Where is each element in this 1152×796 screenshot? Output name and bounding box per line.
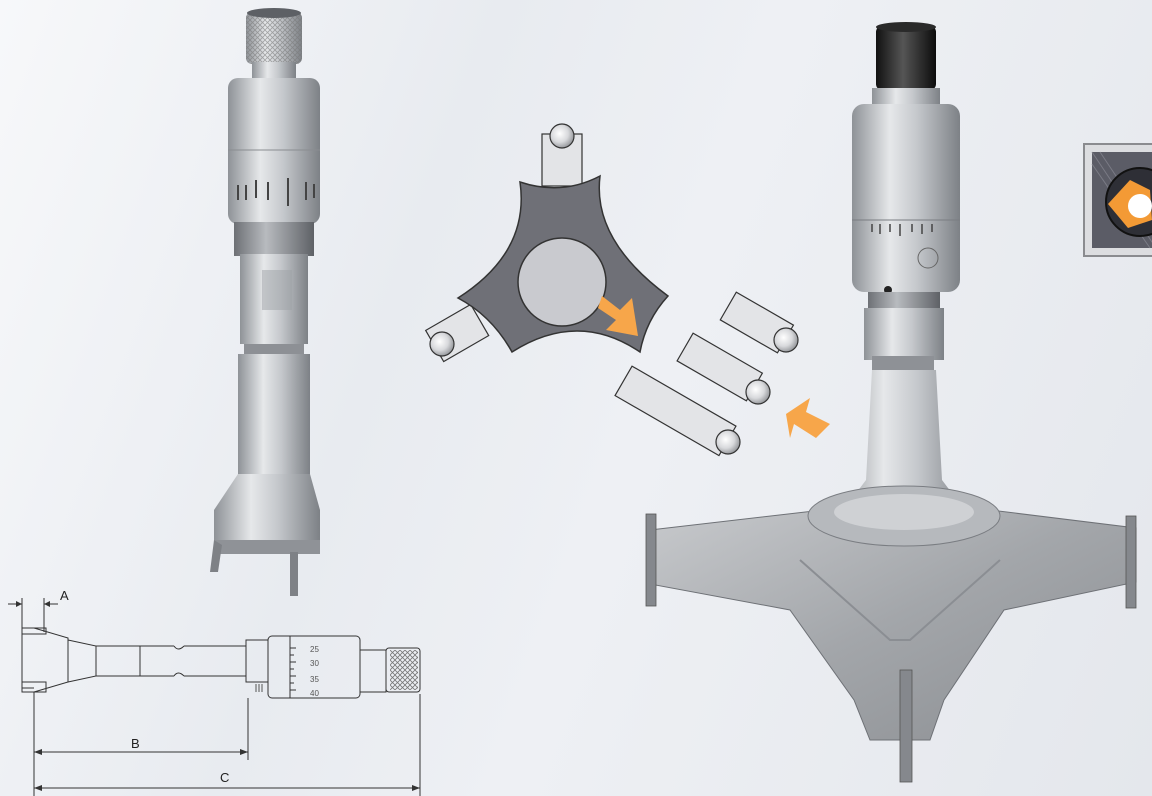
- dimension-b-label: B: [131, 736, 140, 751]
- three-point-anvil-diagram: [424, 123, 830, 457]
- three-point-anvil-icon: [1083, 143, 1152, 257]
- scale-tick-label: 30: [310, 659, 319, 668]
- right-bore-micrometer: [645, 22, 1137, 783]
- dimension-a-label: A: [60, 588, 69, 603]
- dimension-c-label: C: [220, 770, 229, 785]
- scale-tick-label: 35: [310, 675, 319, 684]
- dimension-drawing: [8, 598, 421, 796]
- insert-arrow-icon: [786, 398, 830, 438]
- direction-arrow-icon: [598, 296, 638, 336]
- scale-tick-label: 40: [310, 689, 319, 698]
- scale-tick-label: 25: [310, 645, 319, 654]
- left-bore-micrometer: [210, 8, 320, 596]
